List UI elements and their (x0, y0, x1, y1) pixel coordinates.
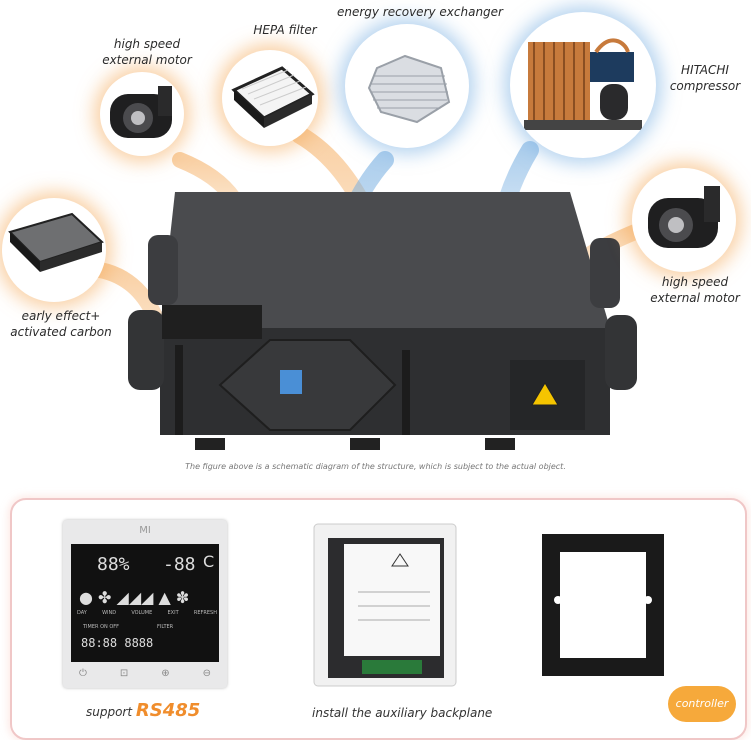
backplane-device (313, 523, 457, 687)
mode-labels: DAY WIND VOLUME EXIT REFRESH (77, 610, 217, 616)
controller-buttons: ⏻ ⊡ ⊕ ⊖ (79, 668, 211, 679)
up-button[interactable]: ⊕ (161, 668, 170, 679)
support-caption: support RS485 (86, 700, 201, 721)
temperature-readout: -88 (163, 554, 196, 575)
motor-right-image (632, 168, 736, 272)
mode-icons: ● ✤ ◢◢◢ ▲ ✽ (79, 588, 190, 607)
compressor-image (510, 12, 656, 158)
controller-screen: 88% -88 C ● ✤ ◢◢◢ ▲ ✽ DAY WIND VOLUME EX… (71, 544, 219, 662)
controller-device: MI 88% -88 C ● ✤ ◢◢◢ ▲ ✽ DAY WIND VOLUME… (63, 520, 227, 688)
motor-left-image (100, 72, 184, 156)
hepa-filter-image (222, 50, 318, 146)
unit-label: C (203, 552, 215, 571)
controller-badge: controller (668, 686, 736, 722)
exchanger-image (345, 24, 469, 148)
down-button[interactable]: ⊖ (202, 668, 211, 679)
mounting-frame (542, 534, 664, 676)
label-hepa: HEPA filter (253, 23, 317, 37)
label-carbon: early effect+activated carbon (10, 309, 112, 339)
schematic-caption: The figure above is a schematic diagram … (185, 462, 566, 471)
mode-button[interactable]: ⊡ (119, 668, 129, 679)
backplane-caption: install the auxiliary backplane (312, 706, 493, 720)
carbon-filter-image (2, 198, 106, 302)
label-exchanger: energy recovery exchanger (336, 5, 503, 19)
controller-logo: MI (139, 525, 151, 536)
timer-labels: TIMER ON OFF (83, 624, 120, 630)
filter-label: FILTER (157, 624, 174, 630)
humidity-readout: 88% (97, 554, 130, 575)
power-button[interactable]: ⏻ (79, 668, 87, 679)
timer-digits: 88:88 8888 (81, 636, 154, 650)
ventilation-unit (128, 192, 637, 450)
